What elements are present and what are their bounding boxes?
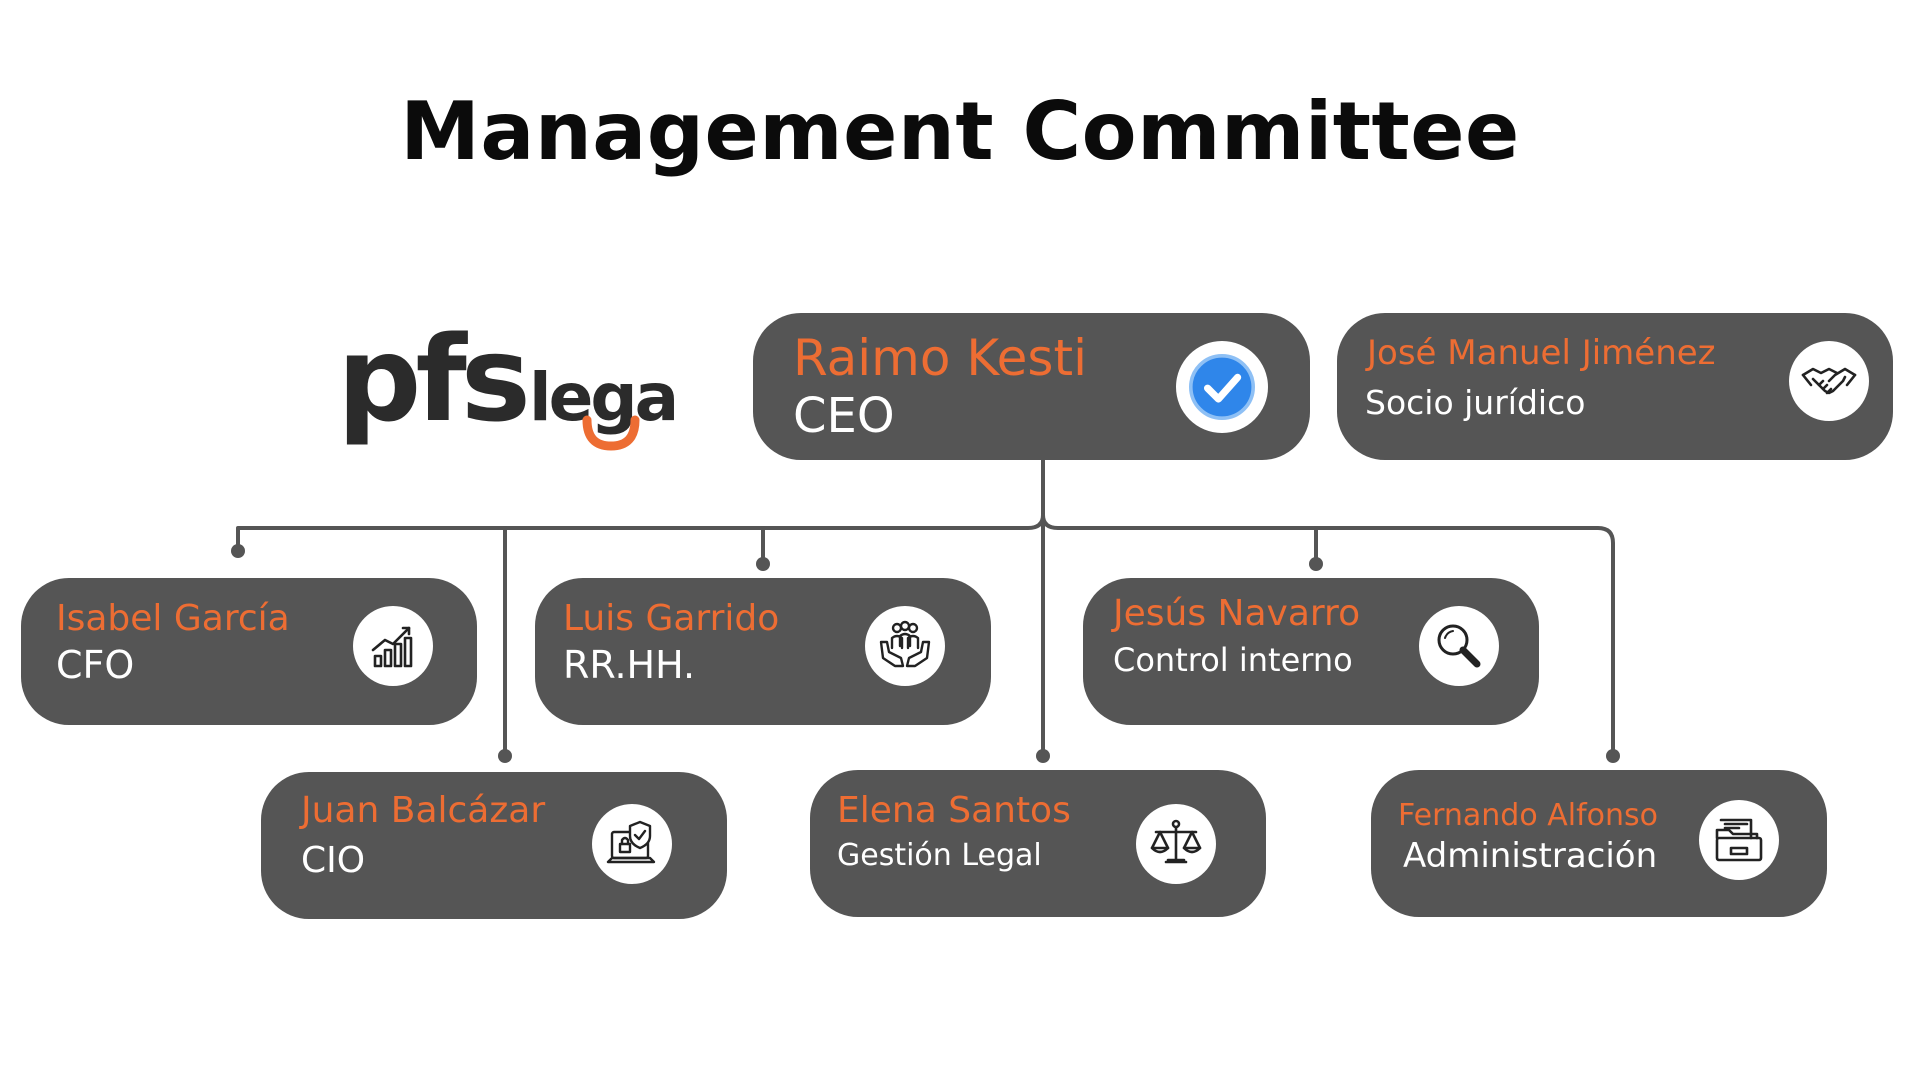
connector-dot-jesus [1309,557,1323,571]
member-name: Juan Balcázar [301,790,546,831]
svg-text:legal: legal [529,359,677,436]
member-name: Elena Santos [837,790,1071,831]
handshake-icon [1789,341,1869,421]
ceo-card[interactable]: Raimo Kesti CEO [753,313,1310,460]
ceo-role: CEO [793,388,895,444]
partner-card[interactable]: José Manuel Jiménez Socio jurídico [1337,313,1893,460]
member-role: RR.HH. [563,643,696,687]
partner-name: José Manuel Jiménez [1367,333,1716,373]
member-name: Fernando Alfonso [1398,798,1658,833]
ceo-name: Raimo Kesti [793,329,1087,387]
laptop-security-icon [592,804,672,884]
connector-dot-luis [756,557,770,571]
member-role: Administración [1403,836,1658,876]
member-card-elena[interactable]: Elena Santos Gestión Legal [810,770,1266,917]
member-card-isabel[interactable]: Isabel García CFO [21,578,477,725]
bus-left [236,513,1045,550]
partner-role: Socio jurídico [1365,383,1586,422]
member-card-jesus[interactable]: Jesús Navarro Control interno [1083,578,1539,725]
verified-check-icon [1176,341,1268,433]
pfs-legal-logo: pfs legal [337,308,699,462]
member-role: Control interno [1113,641,1353,679]
connector-dot-elena [1036,749,1050,763]
magnifier-icon [1419,606,1499,686]
connector-dot-isabel [231,544,245,558]
member-card-juan[interactable]: Juan Balcázar CIO [261,772,727,919]
member-name: Luis Garrido [563,598,780,639]
member-role: CIO [301,840,366,881]
growth-chart-icon [353,606,433,686]
member-card-fernando[interactable]: Fernando Alfonso Administración [1371,770,1827,917]
connector-dot-fernando [1606,749,1620,763]
page-title: Management Committee [400,85,1520,178]
member-role: Gestión Legal [837,838,1042,873]
folder-drawer-icon [1699,800,1779,880]
svg-text:pfs: pfs [337,310,526,448]
people-in-hands-icon [865,606,945,686]
member-card-luis[interactable]: Luis Garrido RR.HH. [535,578,991,725]
scales-icon [1136,804,1216,884]
member-role: CFO [56,643,135,687]
connector-dot-juan [498,749,512,763]
member-name: Jesús Navarro [1113,593,1361,634]
member-name: Isabel García [56,598,290,639]
